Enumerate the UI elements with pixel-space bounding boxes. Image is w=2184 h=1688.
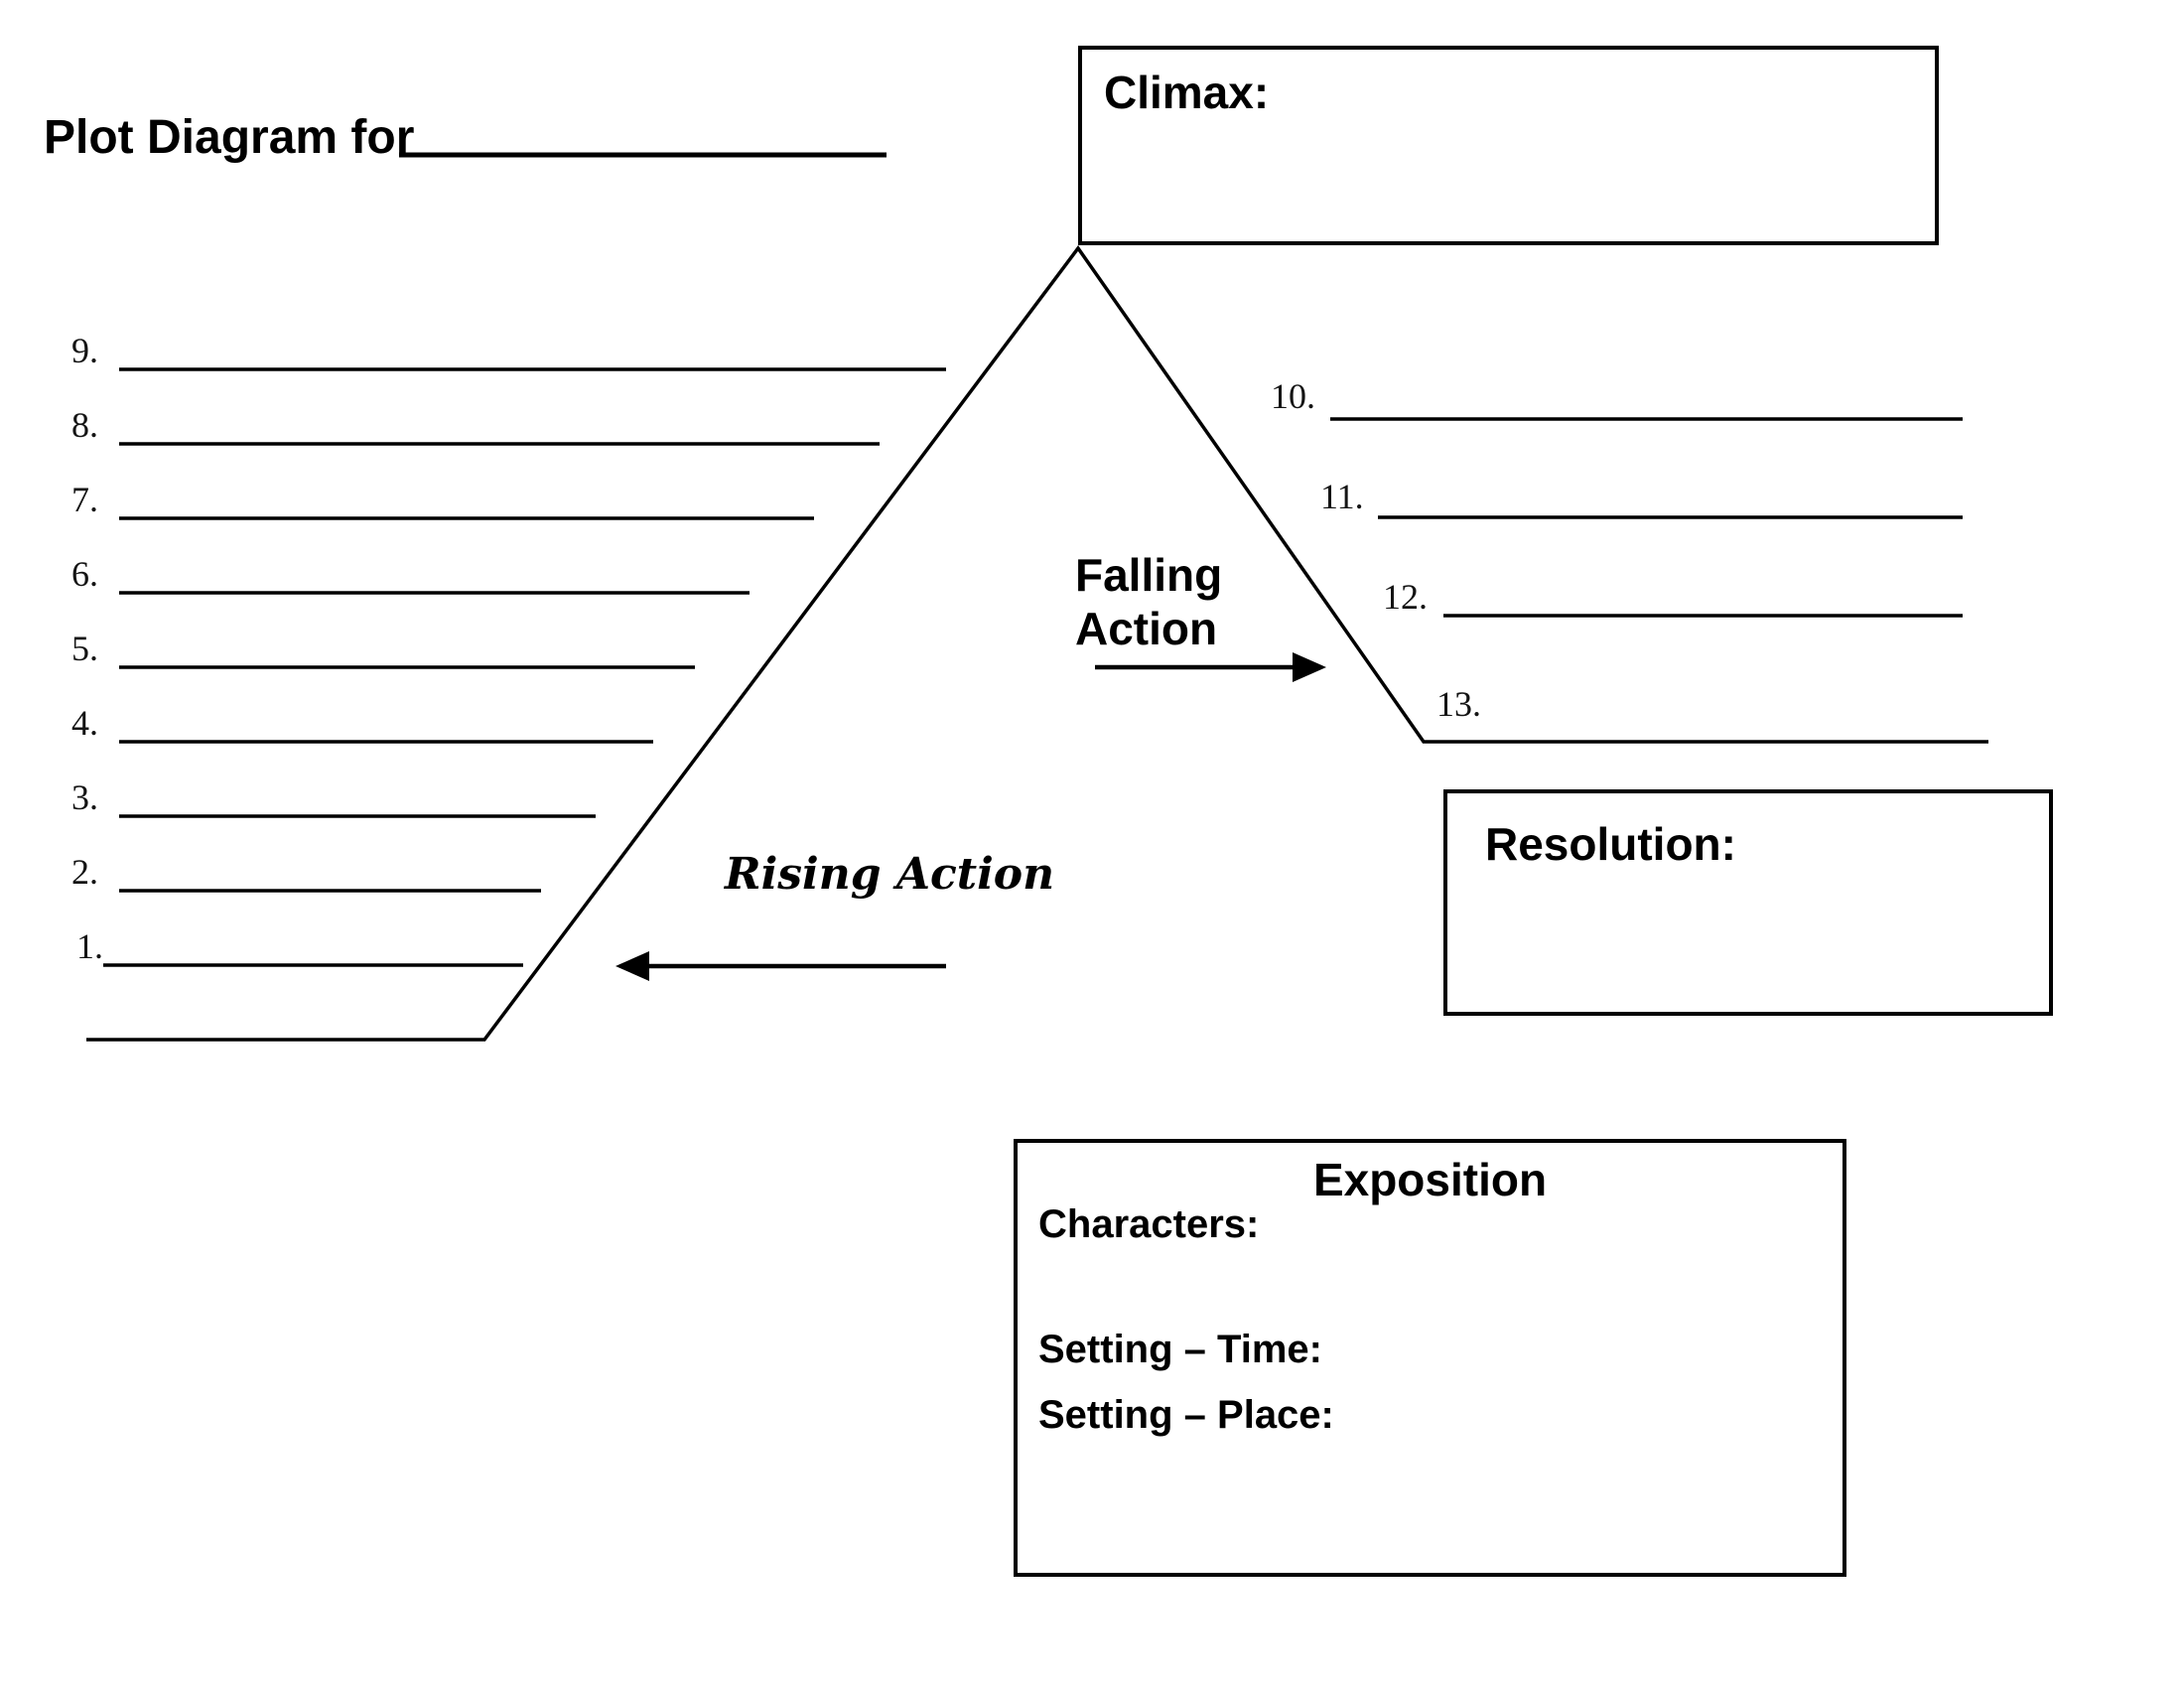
- rising-step-number-5: 5.: [71, 629, 98, 668]
- rising-step-number-9: 9.: [71, 331, 98, 370]
- rising-step-number-1: 1.: [76, 926, 103, 966]
- rising-action-label: Rising Action: [725, 849, 1055, 900]
- climax-box: Climax:: [1078, 46, 1939, 245]
- resolution-label: Resolution:: [1485, 818, 1736, 870]
- falling-step-number-10: 10.: [1271, 376, 1315, 416]
- rising-action-arrow: [615, 951, 946, 981]
- falling-step-number-11: 11.: [1320, 477, 1364, 516]
- rising-step-number-4: 4.: [71, 703, 98, 743]
- page-title: Plot Diagram for: [44, 111, 415, 164]
- characters-label: Characters:: [1038, 1202, 1260, 1246]
- setting-place-label: Setting – Place:: [1038, 1393, 1334, 1437]
- climax-label: Climax:: [1104, 67, 1270, 118]
- rising-step-number-3: 3.: [71, 777, 98, 817]
- rising-step-number-2: 2.: [71, 852, 98, 892]
- exposition-title: Exposition: [1312, 1154, 1548, 1205]
- resolution-box: Resolution:: [1443, 789, 2053, 1016]
- rising-step-number-6: 6.: [71, 554, 98, 594]
- arrowhead-right-icon: [1293, 652, 1326, 682]
- falling-action-arrow: [1095, 652, 1326, 682]
- falling-step-number-12: 12.: [1383, 577, 1428, 617]
- falling-action-label: Falling Action: [1075, 549, 1223, 655]
- arrowhead-left-icon: [615, 951, 649, 981]
- plot-shape-line: [86, 245, 1988, 1042]
- setting-time-label: Setting – Time:: [1038, 1328, 1322, 1371]
- rising-step-number-7: 7.: [71, 480, 98, 519]
- falling-step-number-13: 13.: [1436, 684, 1481, 724]
- rising-step-number-8: 8.: [71, 405, 98, 445]
- exposition-box: Exposition Characters: Setting – Time: S…: [1014, 1139, 1846, 1577]
